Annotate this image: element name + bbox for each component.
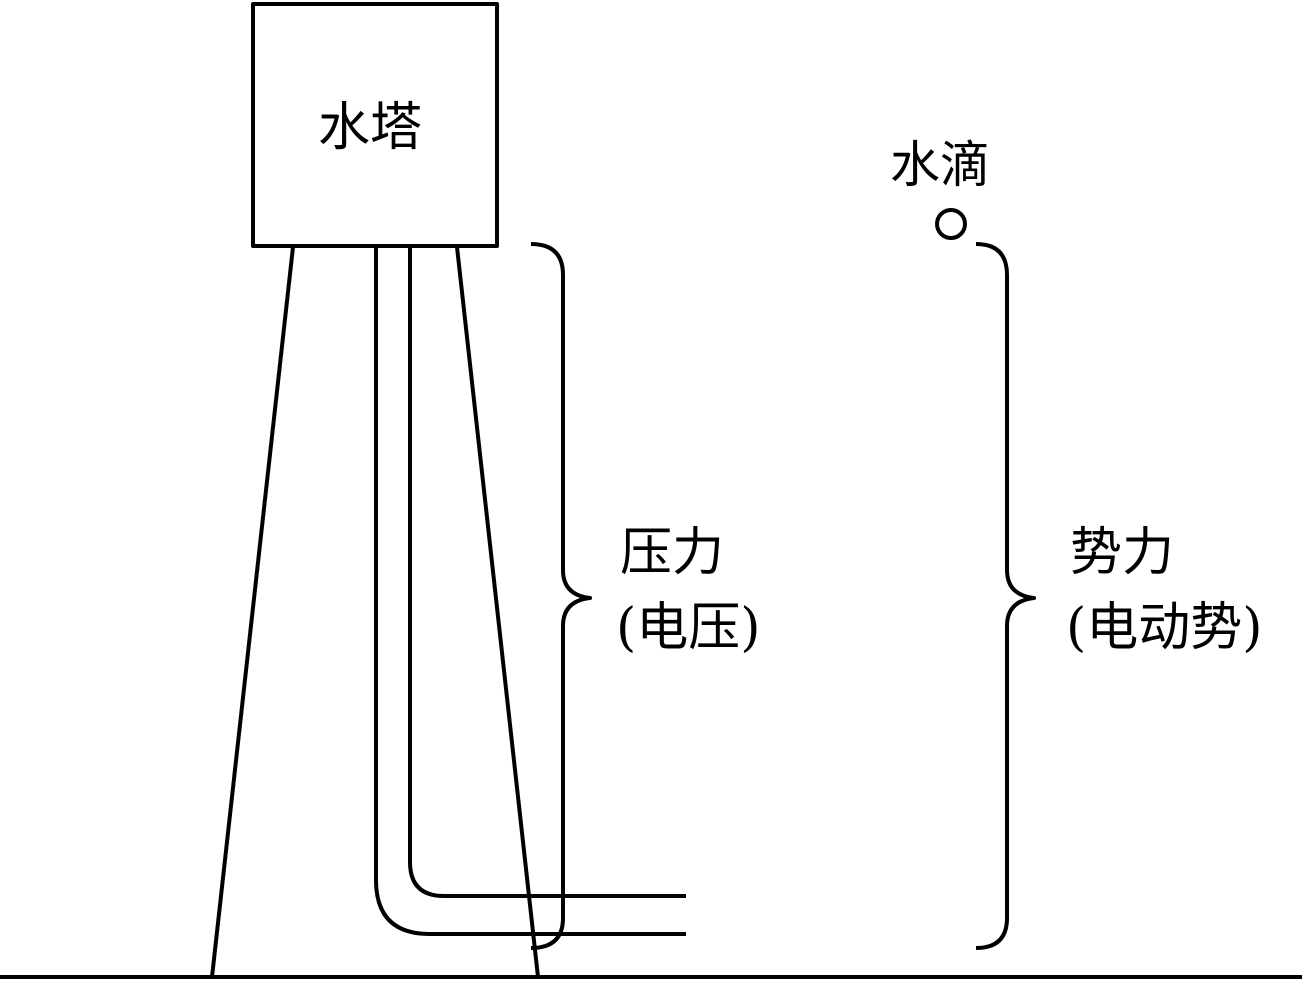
potential-brace bbox=[975, 242, 1036, 950]
water-drop-label: 水滴 bbox=[890, 136, 990, 194]
water-drop-circle bbox=[935, 208, 967, 240]
potential-emf-label: (电动势) bbox=[1066, 598, 1263, 658]
pressure-brace bbox=[530, 242, 592, 950]
pressure-voltage-label: (电压) bbox=[616, 598, 761, 658]
tower-label: 水塔 bbox=[318, 98, 423, 158]
tower-tank bbox=[251, 2, 499, 248]
tower-right-leg bbox=[455, 246, 540, 978]
pipe-outer-wall bbox=[374, 247, 686, 936]
tower-left-leg bbox=[210, 246, 295, 978]
pressure-label: 压力 bbox=[620, 523, 725, 583]
potential-label: 势力 bbox=[1070, 523, 1175, 583]
pipe-inner-wall bbox=[408, 247, 686, 898]
